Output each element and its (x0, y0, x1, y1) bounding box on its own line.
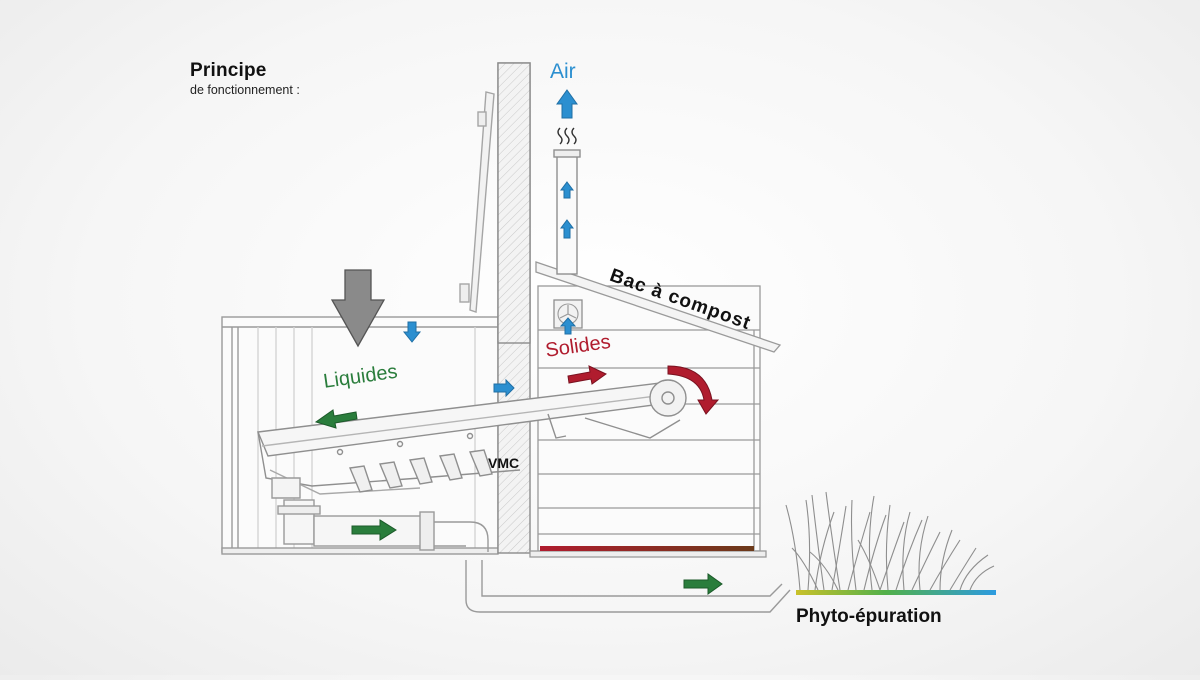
heat-waves-icon (557, 127, 577, 145)
conveyor-screw (256, 379, 687, 495)
phyto-bed (796, 590, 996, 595)
compost-bin (529, 261, 782, 558)
solids-arrows (567, 365, 720, 415)
diagram-subtitle: de fonctionnement : (190, 83, 300, 97)
chimney (553, 149, 581, 275)
vmc-label: VMC (488, 455, 520, 471)
phyto-label: Phyto-épuration (796, 606, 942, 627)
air-label: Air (550, 60, 576, 83)
lid-rod (459, 91, 495, 313)
drain-pipes (271, 477, 791, 613)
compost-floor (540, 546, 754, 551)
air-arrows (402, 89, 578, 398)
diagram-title: Principe (190, 60, 267, 81)
input-arrow (330, 269, 386, 348)
liquids-arrows (314, 409, 723, 595)
central-wall (497, 62, 531, 554)
phyto-reeds (785, 491, 995, 591)
